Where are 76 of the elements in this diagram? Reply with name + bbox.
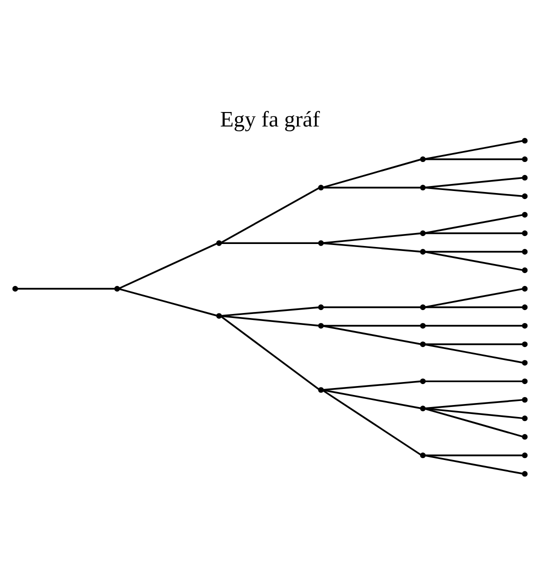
- connector: [323, 158, 421, 188]
- node-point: [420, 378, 426, 384]
- connector: [323, 306, 420, 308]
- node-point: [522, 322, 528, 329]
- node-point: [522, 248, 528, 255]
- connector: [425, 344, 523, 364]
- connector: [220, 316, 320, 390]
- node-point: [522, 286, 528, 292]
- connector: [323, 380, 420, 391]
- connector: [323, 389, 421, 410]
- connector: [425, 251, 523, 271]
- connector: [425, 232, 522, 234]
- connector: [425, 250, 522, 253]
- connector: [119, 242, 218, 290]
- node-point: [522, 396, 528, 403]
- connector: [425, 214, 523, 234]
- node-point: [318, 304, 324, 310]
- node-point: [420, 304, 426, 310]
- node-point: [522, 267, 528, 274]
- connector: [425, 158, 522, 160]
- connector: [425, 288, 523, 308]
- node-point: [522, 174, 528, 181]
- connector: [425, 306, 522, 308]
- node-point: [522, 138, 528, 144]
- node-point: [114, 286, 120, 292]
- connector: [425, 343, 522, 346]
- connector: [425, 408, 523, 438]
- node-point: [522, 378, 528, 384]
- node-point: [420, 322, 426, 329]
- node-point: [522, 471, 528, 477]
- connector: [425, 176, 522, 188]
- connector: [119, 288, 218, 316]
- node-point: [522, 304, 528, 310]
- node-point: [420, 341, 426, 348]
- node-point: [216, 240, 222, 246]
- node-point: [522, 212, 528, 218]
- connector: [18, 288, 115, 290]
- connector: [323, 232, 420, 244]
- connector: [322, 390, 422, 456]
- connector: [425, 454, 523, 474]
- node-point: [522, 415, 528, 422]
- node-point: [522, 193, 528, 200]
- connector: [221, 306, 319, 317]
- node-point: [522, 156, 528, 162]
- node-point: [318, 240, 324, 246]
- connector: [221, 315, 319, 327]
- node-point: [318, 184, 324, 190]
- node-point: [12, 286, 18, 292]
- connector: [425, 399, 522, 410]
- connector: [221, 242, 318, 244]
- connector: [323, 325, 421, 345]
- connector: [425, 380, 522, 382]
- node-point: [318, 322, 324, 329]
- connector: [425, 186, 522, 197]
- node-point: [420, 156, 426, 162]
- node-point: [522, 434, 528, 440]
- connector: [323, 324, 420, 327]
- node-point: [216, 313, 222, 319]
- node-point: [522, 341, 528, 348]
- connector: [323, 242, 420, 252]
- node-point: [522, 360, 528, 366]
- node-point: [318, 387, 324, 393]
- node-point: [420, 406, 426, 412]
- diagram-title: Egy fa gráf: [220, 106, 320, 132]
- connector: [323, 186, 420, 188]
- node-point: [420, 452, 426, 458]
- node-point: [420, 230, 426, 236]
- node-point: [522, 452, 528, 458]
- connector: [425, 408, 522, 420]
- connector: [425, 140, 523, 160]
- node-point: [522, 230, 528, 236]
- node-point: [420, 184, 426, 190]
- node-point: [420, 248, 426, 255]
- connector: [425, 324, 522, 327]
- connector: [220, 187, 320, 244]
- connector: [425, 454, 522, 456]
